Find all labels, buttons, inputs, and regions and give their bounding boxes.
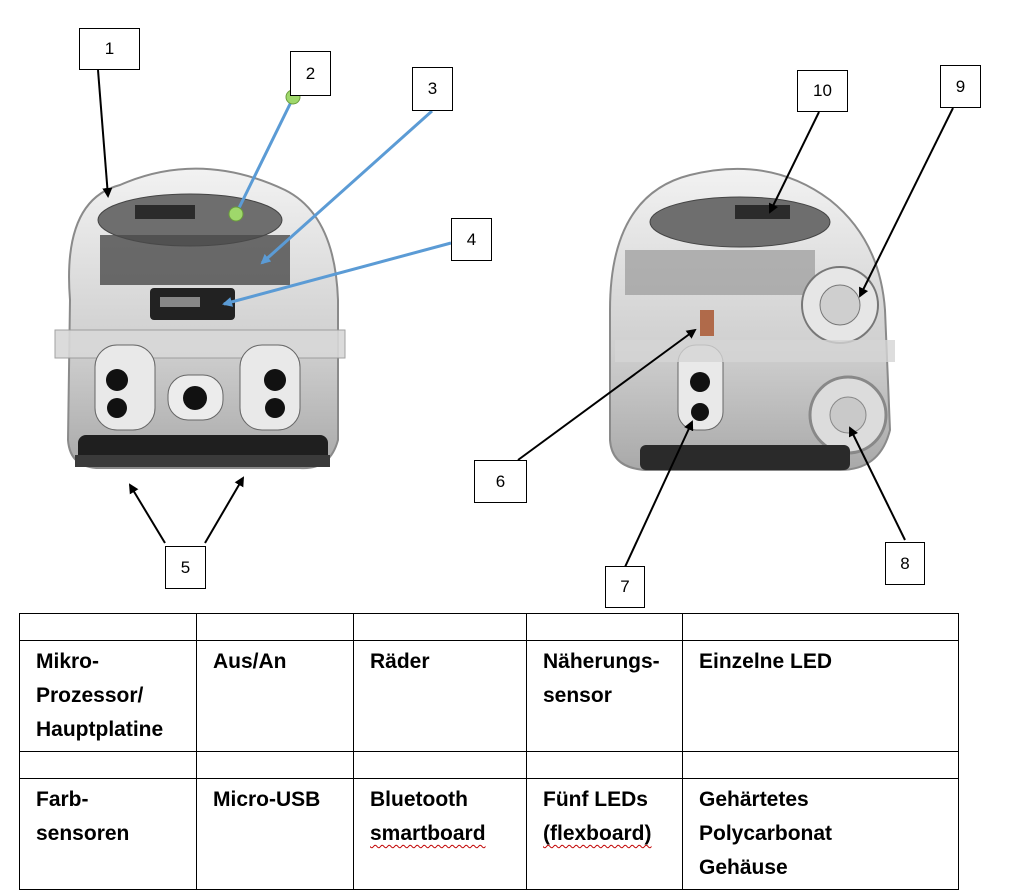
callout-2: 2	[290, 51, 331, 96]
pointer-2	[236, 97, 295, 211]
table-cell: Mikro- Prozessor/ Hauptplatine	[19, 640, 197, 752]
callout-7: 7	[605, 566, 645, 608]
table-cell	[19, 751, 197, 779]
table-cell: Micro-USB	[196, 778, 354, 890]
table-cell	[196, 613, 354, 641]
table-cell	[19, 613, 197, 641]
pointer-1	[97, 69, 113, 198]
table-cell	[682, 613, 959, 641]
callout-3: 3	[412, 67, 453, 111]
green-dot-icon	[228, 206, 244, 222]
table-cell: Fünf LEDs(flexboard)	[526, 778, 683, 890]
pointer-5b	[204, 476, 245, 544]
parts-legend-table: Mikro- Prozessor/ Hauptplatine Aus/An Rä…	[19, 613, 959, 890]
table-row	[19, 613, 959, 641]
robot-rear-view	[609, 167, 895, 471]
callout-1: 1	[79, 28, 140, 70]
pointer-7	[624, 420, 694, 568]
callout-4: 4	[451, 218, 492, 261]
table-cell: Näherungs- sensor	[526, 640, 683, 752]
table-row	[19, 751, 959, 779]
table-row: Mikro- Prozessor/ Hauptplatine Aus/An Rä…	[19, 640, 959, 752]
pointer-6	[517, 328, 697, 461]
pointer-5a	[128, 483, 166, 544]
callout-6: 6	[474, 460, 527, 503]
robot-diagram	[54, 69, 954, 568]
table-cell: Räder	[353, 640, 527, 752]
table-cell: Farb- sensoren	[19, 778, 197, 890]
robot-front-view	[54, 167, 346, 470]
table-cell	[353, 751, 527, 779]
table-cell: Aus/An	[196, 640, 354, 752]
table-cell: Gehärtetes Polycarbonat Gehäuse	[682, 778, 959, 890]
pointer-10	[769, 111, 820, 214]
pointer-8	[849, 426, 906, 541]
pointer-4	[222, 241, 452, 307]
callout-9: 9	[940, 65, 981, 108]
table-cell	[526, 613, 683, 641]
table-cell	[196, 751, 354, 779]
callout-5: 5	[165, 546, 206, 589]
pointer-lines	[97, 69, 954, 568]
table-cell: Einzelne LED	[682, 640, 959, 752]
pointer-9	[859, 107, 954, 298]
pointer-3	[260, 109, 433, 265]
callout-10: 10	[797, 70, 848, 112]
table-cell	[526, 751, 683, 779]
table-cell	[353, 613, 527, 641]
callout-8: 8	[885, 542, 925, 585]
table-cell	[682, 751, 959, 779]
